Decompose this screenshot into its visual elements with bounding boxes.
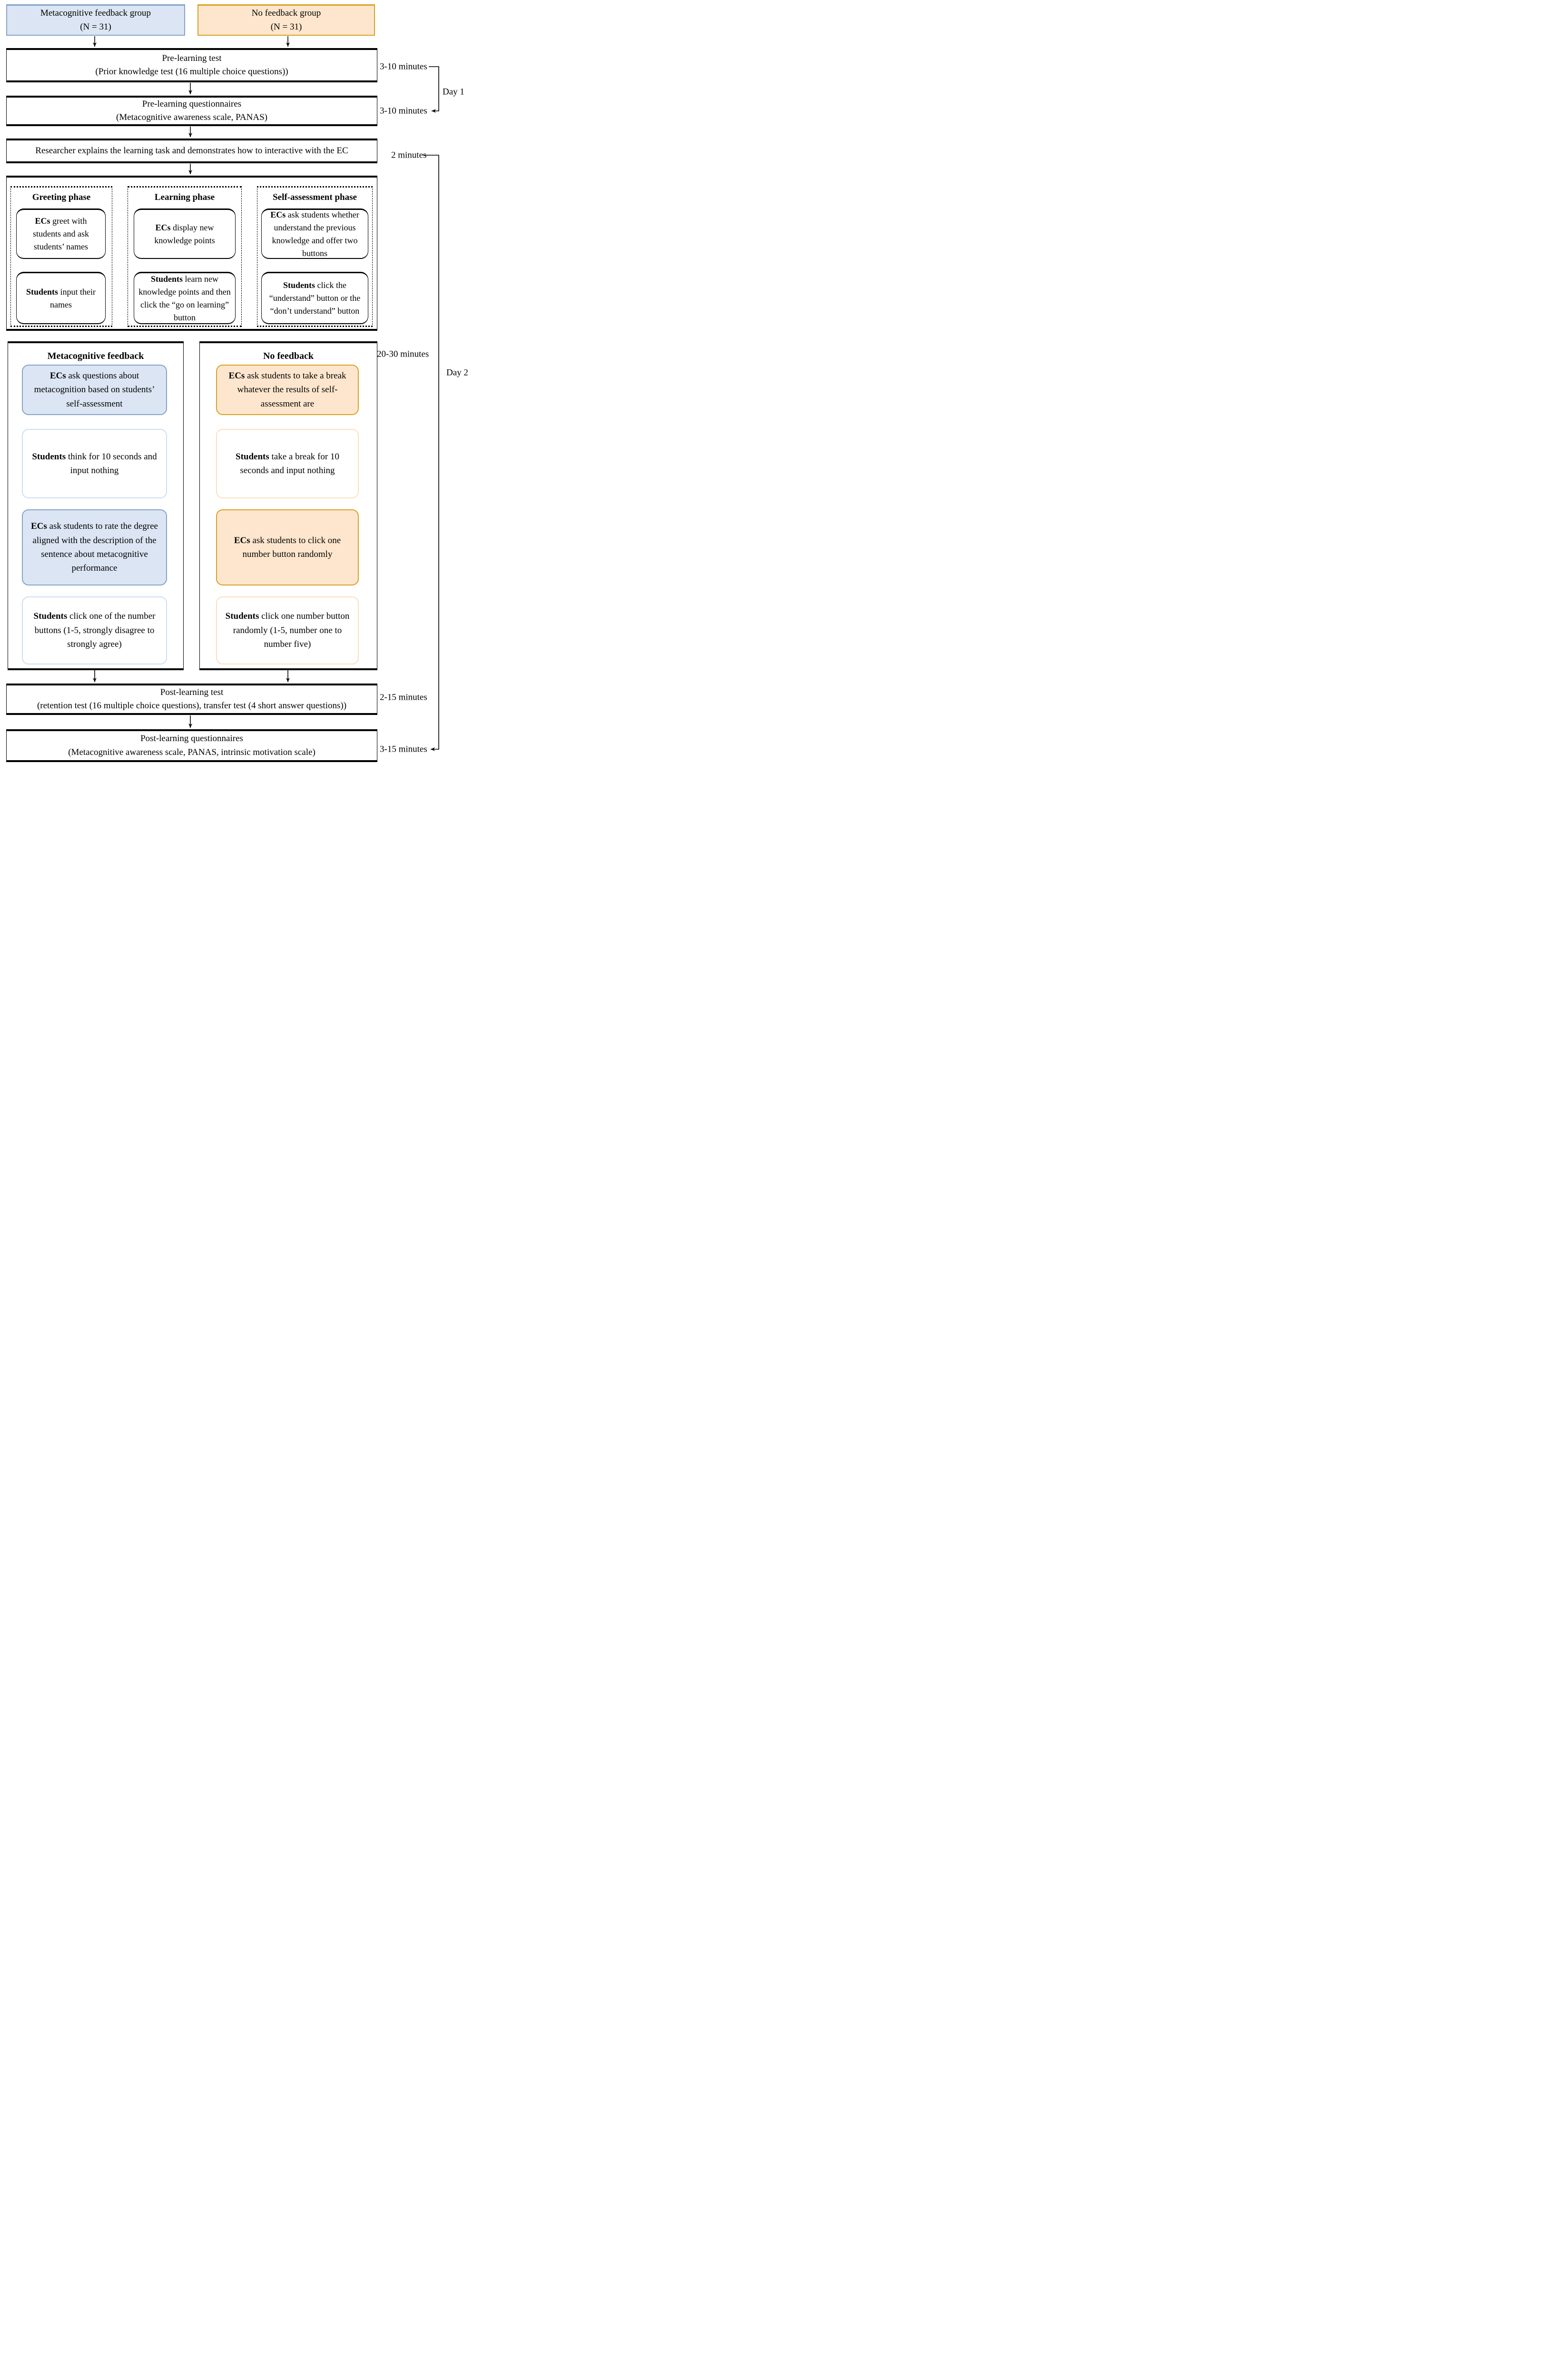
learning-student-step: Students learn new knowledge points and …	[134, 272, 236, 324]
day1-bracket	[429, 66, 439, 113]
learning-ec-step: ECs display new knowledge points	[134, 208, 236, 259]
group-name: No feedback group	[251, 8, 321, 18]
nf-step-students-click: Students click one number button randoml…	[216, 596, 359, 664]
phase-title: Self-assessment phase	[273, 192, 357, 202]
actor-label: ECs	[228, 370, 245, 381]
duration-post-test: 2-15 minutes	[380, 692, 427, 703]
box-title: Post-learning questionnaires	[140, 734, 243, 744]
step-text: ask students to click one number button …	[242, 535, 341, 559]
greeting-phase-panel: Greeting phase ECs greet with students a…	[10, 186, 112, 327]
step-text: ask students whether understand the prev…	[272, 209, 359, 258]
step-text: ask questions about metacognition based …	[34, 370, 155, 409]
nf-step-students-break: Students take a break for 10 seconds and…	[216, 429, 359, 498]
metacognitive-feedback-column: Metacognitive feedback ECs ask questions…	[8, 341, 184, 670]
step-text: learn new knowledge points and then clic…	[138, 274, 231, 322]
self-assessment-phase-panel: Self-assessment phase ECs ask students w…	[257, 186, 373, 327]
phase-title: Learning phase	[154, 192, 215, 202]
actor-label: ECs	[270, 209, 286, 219]
group-name: Metacognitive feedback group	[40, 8, 151, 18]
mf-step-students-click: Students click one of the number buttons…	[22, 596, 167, 664]
researcher-explains-box: Researcher explains the learning task an…	[6, 139, 377, 163]
mf-step-ec-ask-rate: ECs ask students to rate the degree alig…	[22, 509, 167, 585]
post-learning-questionnaires-box: Post-learning questionnaires (Metacognit…	[6, 729, 377, 762]
column-title: Metacognitive feedback	[47, 351, 144, 361]
actor-label: ECs	[155, 222, 171, 232]
step-text: take a break for 10 seconds and input no…	[240, 451, 339, 476]
box-title: Researcher explains the learning task an…	[35, 145, 348, 156]
step-text: think for 10 seconds and input nothing	[66, 451, 157, 476]
actor-label: ECs	[234, 535, 250, 545]
actor-label: Students	[32, 451, 66, 462]
nf-step-ec-ask-click: ECs ask students to click one number but…	[216, 509, 359, 585]
metacognitive-feedback-group-box: Metacognitive feedback group (N = 31)	[6, 4, 185, 36]
duration-researcher: 2 minutes	[391, 150, 427, 160]
box-title: Pre-learning test	[162, 53, 222, 63]
step-text: click one of the number buttons (1-5, st…	[34, 611, 156, 650]
actor-label: Students	[151, 274, 183, 284]
actor-label: Students	[283, 280, 316, 290]
step-text: click the “understand” button or the “do…	[269, 280, 361, 316]
step-text: input their names	[50, 287, 96, 309]
box-detail: (Prior knowledge test (16 multiple choic…	[95, 67, 288, 77]
no-feedback-column: No feedback ECs ask students to take a b…	[199, 341, 377, 670]
day2-label: Day 2	[446, 367, 468, 378]
experiment-procedure-flowchart: Metacognitive feedback group (N = 31) No…	[0, 0, 470, 765]
self-assessment-ec-step: ECs ask students whether understand the …	[261, 208, 368, 259]
duration-post-questionnaires: 3-15 minutes	[380, 744, 427, 754]
greeting-ec-step: ECs greet with students and ask students…	[16, 208, 106, 259]
nf-step-ec-ask-break: ECs ask students to take a break whateve…	[216, 365, 359, 415]
actor-label: ECs	[49, 370, 66, 381]
step-text: ask students to rate the degree aligned …	[32, 521, 158, 574]
actor-label: ECs	[35, 216, 50, 226]
duration-pre-questionnaires: 3-10 minutes	[380, 106, 427, 116]
day2-bracket	[423, 155, 439, 751]
post-learning-test-box: Post-learning test (retention test (16 m…	[6, 684, 377, 715]
actor-label: Students	[236, 451, 269, 462]
box-detail: (retention test (16 multiple choice ques…	[37, 701, 347, 711]
duration-interaction: 20-30 minutes	[377, 349, 429, 359]
pre-learning-questionnaires-box: Pre-learning questionnaires (Metacogniti…	[6, 96, 377, 126]
column-title: No feedback	[263, 351, 314, 361]
mf-step-students-think: Students think for 10 seconds and input …	[22, 429, 167, 498]
phase-title: Greeting phase	[32, 192, 91, 202]
mf-step-ec-ask-questions: ECs ask questions about metacognition ba…	[22, 365, 167, 415]
group-n: (N = 31)	[270, 21, 302, 32]
box-detail: (Metacognitive awareness scale, PANAS, i…	[68, 747, 316, 757]
greeting-student-step: Students input their names	[16, 272, 106, 324]
self-assessment-student-step: Students click the “understand” button o…	[261, 272, 368, 324]
step-text: ask students to take a break whatever th…	[237, 370, 346, 409]
learning-phase-panel: Learning phase ECs display new knowledge…	[128, 186, 242, 327]
no-feedback-group-box: No feedback group (N = 31)	[197, 4, 375, 36]
step-text: click one number button randomly (1-5, n…	[233, 611, 350, 650]
actor-label: Students	[225, 611, 259, 622]
actor-label: Students	[33, 611, 68, 622]
actor-label: Students	[26, 287, 59, 297]
group-n: (N = 31)	[80, 21, 111, 32]
pre-learning-test-box: Pre-learning test (Prior knowledge test …	[6, 48, 377, 82]
box-title: Post-learning test	[160, 687, 224, 697]
duration-pre-test: 3-10 minutes	[380, 61, 427, 72]
step-text: greet with students and ask students’ na…	[33, 216, 89, 251]
box-detail: (Metacognitive awareness scale, PANAS)	[116, 112, 267, 122]
step-text: display new knowledge points	[154, 222, 215, 245]
box-title: Pre-learning questionnaires	[142, 99, 242, 109]
day1-label: Day 1	[443, 87, 464, 97]
actor-label: ECs	[31, 521, 47, 532]
